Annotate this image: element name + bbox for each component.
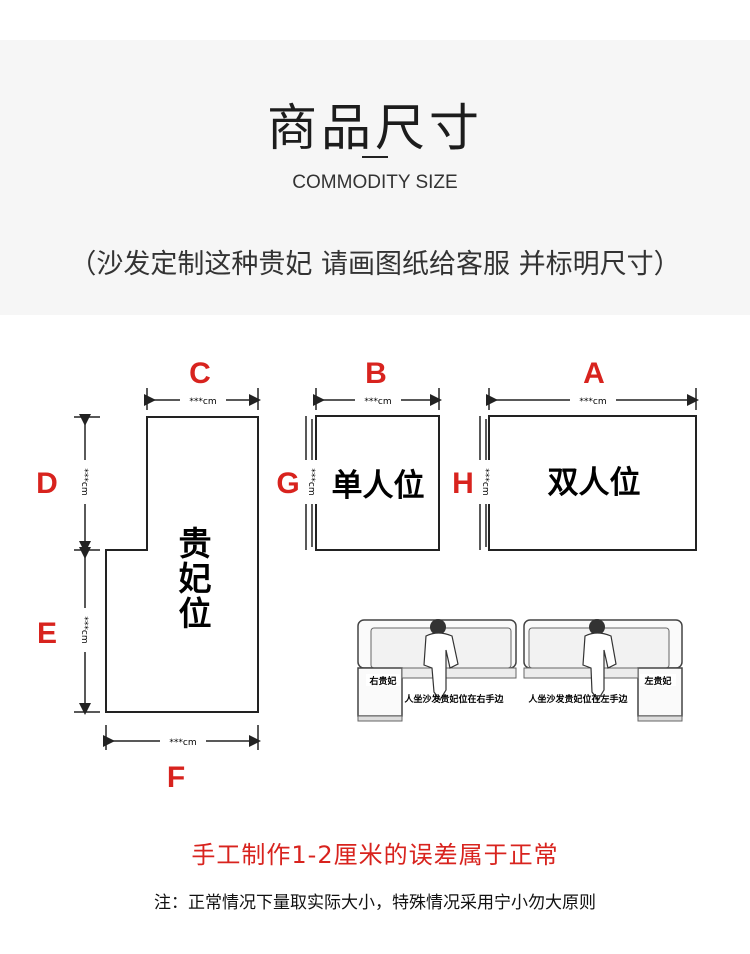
double-seat-label: 双人位 <box>548 465 641 500</box>
dim-h-text: ***cm <box>480 468 490 495</box>
measurement-footnote: 注：正常情况下量取实际大小，特殊情况采用宁小勿大原则 <box>154 893 596 913</box>
chaise-label-2: 妃 <box>179 560 212 597</box>
letter-f: F <box>167 761 185 794</box>
dim-f-text: ***cm <box>169 738 196 748</box>
letter-g: G <box>276 467 299 500</box>
left-chaise-caption: 人坐沙发贵妃位在左手边 <box>527 693 628 705</box>
chaise-label-3: 位 <box>179 595 212 632</box>
header-band <box>0 40 750 315</box>
dim-e-text: ***cm <box>79 616 89 643</box>
letter-h: H <box>452 467 474 500</box>
letter-c: C <box>189 357 211 390</box>
letter-e: E <box>37 617 57 650</box>
title-divider <box>362 156 388 158</box>
dim-g-text: ***cm <box>306 468 316 495</box>
sofa-right-chaise-illustration: 右贵妃 人坐沙发贵妃位在右手边 <box>357 619 517 722</box>
dim-b-text: ***cm <box>364 397 391 407</box>
chaise-outline <box>105 416 259 713</box>
custom-order-note: （沙发定制这种贵妃 请画图纸给客服 并标明尺寸） <box>69 249 681 280</box>
dim-c-text: ***cm <box>189 397 216 407</box>
right-chaise-caption: 人坐沙发贵妃位在右手边 <box>403 693 504 705</box>
right-chaise-tag: 右贵妃 <box>368 675 396 687</box>
single-seat-label: 单人位 <box>332 468 425 503</box>
left-chaise-tag: 左贵妃 <box>643 675 671 687</box>
page-title: 商品尺寸 <box>267 99 483 157</box>
sofa-left-chaise-illustration: 左贵妃 人坐沙发贵妃位在左手边 <box>523 619 683 722</box>
size-diagram: 贵 妃 位 C ***cm D ***cm E ***cm ***cm F 单人… <box>36 357 699 794</box>
page-subtitle: COMMODITY SIZE <box>292 172 458 193</box>
dim-a-text: ***cm <box>579 397 606 407</box>
chaise-label-1: 贵 <box>179 525 212 562</box>
letter-a: A <box>583 357 605 390</box>
letter-d: D <box>36 467 58 500</box>
letter-b: B <box>365 357 387 390</box>
dim-d-text: ***cm <box>79 468 89 495</box>
tolerance-note: 手工制作1-2厘米的误差属于正常 <box>191 841 559 869</box>
